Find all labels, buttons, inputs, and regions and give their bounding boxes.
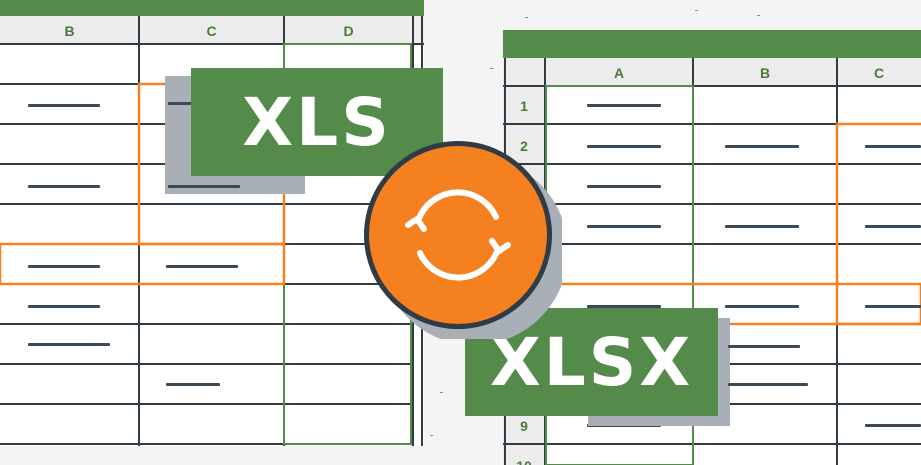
cell-content-line xyxy=(168,185,240,188)
cell-content-line xyxy=(865,145,921,148)
xls-format-label: XLS xyxy=(191,68,443,176)
cell-content-line xyxy=(28,185,100,188)
cell-content-line xyxy=(725,305,799,308)
cell-content-line xyxy=(865,225,921,228)
cell-content-line xyxy=(728,383,808,386)
xls-column-header-d: D xyxy=(343,23,354,39)
xls-grid xyxy=(0,0,424,446)
xlsx-selection-highlight xyxy=(835,122,921,326)
decorative-speck xyxy=(490,68,493,69)
xlsx-column-header-c: C xyxy=(873,65,885,81)
xlsx-row-header-9: 9 xyxy=(520,418,528,434)
cell-content-line xyxy=(587,305,661,308)
cell-content-line xyxy=(28,343,110,346)
decorative-speck xyxy=(430,435,433,436)
cell-content-line xyxy=(28,265,100,268)
cell-content-line xyxy=(725,225,799,228)
xlsx-column-header-a: A xyxy=(613,65,625,81)
xlsx-row-header-2: 2 xyxy=(520,138,528,154)
cell-content-line xyxy=(28,305,100,308)
cell-content-line xyxy=(728,345,800,348)
cell-content-line xyxy=(587,185,661,188)
xls-spreadsheet: B C D xyxy=(0,0,424,446)
cell-content-line xyxy=(166,265,238,268)
xls-column-header-b: B xyxy=(64,23,75,39)
cell-content-line xyxy=(28,104,100,107)
cell-content-line xyxy=(587,145,661,148)
cell-content-line xyxy=(587,104,661,107)
cell-content-line xyxy=(865,424,921,427)
convert-button[interactable] xyxy=(362,139,562,339)
xlsx-column-header-b: B xyxy=(759,65,771,81)
cell-content-line xyxy=(725,145,799,148)
xlsx-row-header-1: 1 xyxy=(520,98,528,114)
decorative-speck xyxy=(525,17,528,18)
decorative-speck xyxy=(695,10,698,11)
decorative-speck xyxy=(440,392,443,393)
sync-arrows-icon xyxy=(405,189,511,281)
cell-content-line xyxy=(865,305,921,308)
cell-content-line xyxy=(166,383,220,386)
decorative-speck xyxy=(757,15,760,16)
xlsx-format-label: XLSX xyxy=(465,308,718,416)
cell-content-line xyxy=(587,225,661,228)
cell-content-line xyxy=(168,102,192,105)
xlsx-row-header-10: 10 xyxy=(503,459,545,465)
xls-column-header-c: C xyxy=(206,23,217,39)
